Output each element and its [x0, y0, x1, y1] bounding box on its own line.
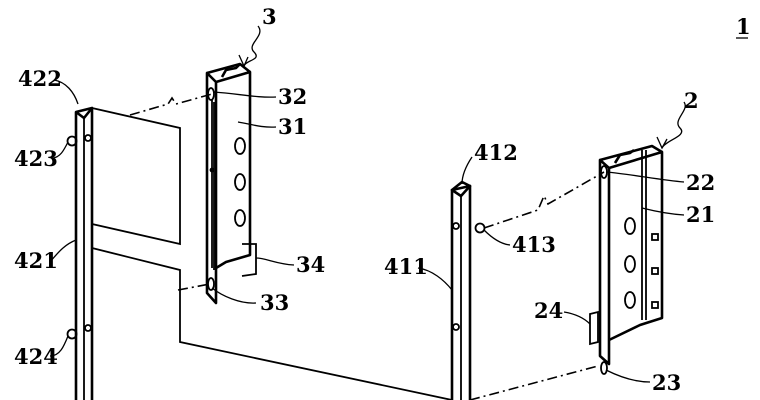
label-2: 2: [684, 88, 699, 113]
assembly-lines: [129, 93, 605, 400]
label-31: 31: [278, 114, 307, 139]
label-34: 34: [296, 252, 325, 277]
leader-lines: [49, 25, 748, 383]
label-423: 423: [14, 146, 58, 171]
phantom-panel: [91, 107, 453, 400]
label-422: 422: [18, 66, 62, 91]
bracket-3: [205, 62, 257, 305]
label-421: 421: [14, 248, 58, 273]
label-424: 424: [14, 344, 58, 369]
label-412: 412: [474, 140, 518, 165]
figure-number: 1: [736, 14, 751, 39]
label-413: 413: [512, 232, 556, 257]
label-33: 33: [260, 290, 289, 315]
reference-numerals: 3 32 31 34 33 422 423 421 424 412 413 41…: [14, 4, 751, 395]
right-post: [450, 180, 486, 400]
label-21: 21: [686, 202, 715, 227]
label-23: 23: [652, 370, 681, 395]
bracket-2: [589, 144, 664, 375]
label-411: 411: [384, 254, 428, 279]
label-3: 3: [262, 4, 277, 29]
label-24: 24: [534, 298, 563, 323]
left-post: [66, 106, 94, 400]
label-32: 32: [278, 84, 307, 109]
label-22: 22: [686, 170, 715, 195]
